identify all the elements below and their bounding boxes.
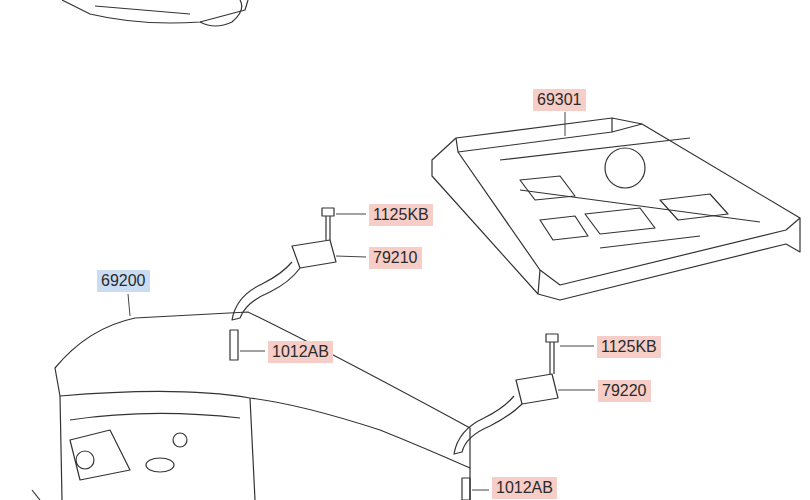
hinge-arm [232,262,300,320]
upper-part [62,0,248,26]
bolt [322,208,334,240]
bolt [462,478,470,500]
part-detail [95,6,190,14]
leader-line [565,112,566,136]
trunk-lid [32,312,470,500]
panel-detail [520,176,728,240]
panel-detail [612,124,642,132]
leader-line [558,390,595,391]
panel-detail [458,152,800,285]
leader-line [336,214,366,215]
leader-lines [128,112,595,490]
part-outline [200,0,242,26]
hinge-arm [454,396,522,454]
leader-line [336,256,366,257]
panel-detail [456,118,612,152]
leader-line [560,346,594,347]
lid-emblem [146,458,174,472]
leader-line [472,490,489,491]
callout-number: 79220 [598,380,651,402]
hinge-bracket [516,374,558,404]
callout-number: 1125KB [369,204,433,226]
lid-detail [60,396,470,500]
leader-line [240,351,265,352]
panel-hole [605,148,645,188]
callout-number: 1012AB [492,477,557,499]
panel-detail [500,138,760,248]
callout-number: 79210 [369,247,422,269]
panel-outline [432,118,800,300]
panel-detail [538,270,540,294]
part-outline [62,0,248,23]
bolt [546,334,558,374]
bolt [230,330,238,360]
lid-detail [70,413,240,480]
lid-hole [76,451,94,469]
hinge-right [454,334,558,500]
callout-number: 1012AB [268,341,333,363]
leader-line [128,294,130,316]
hinge-left [230,208,336,360]
callout-number: 69200 [97,270,150,292]
rear-panel [432,118,800,300]
callout-number: 69301 [533,89,586,111]
callout-number: 1125KB [597,336,661,358]
lid-detail [32,490,40,500]
lid-hole [173,433,187,447]
hinge-bracket [292,240,336,268]
